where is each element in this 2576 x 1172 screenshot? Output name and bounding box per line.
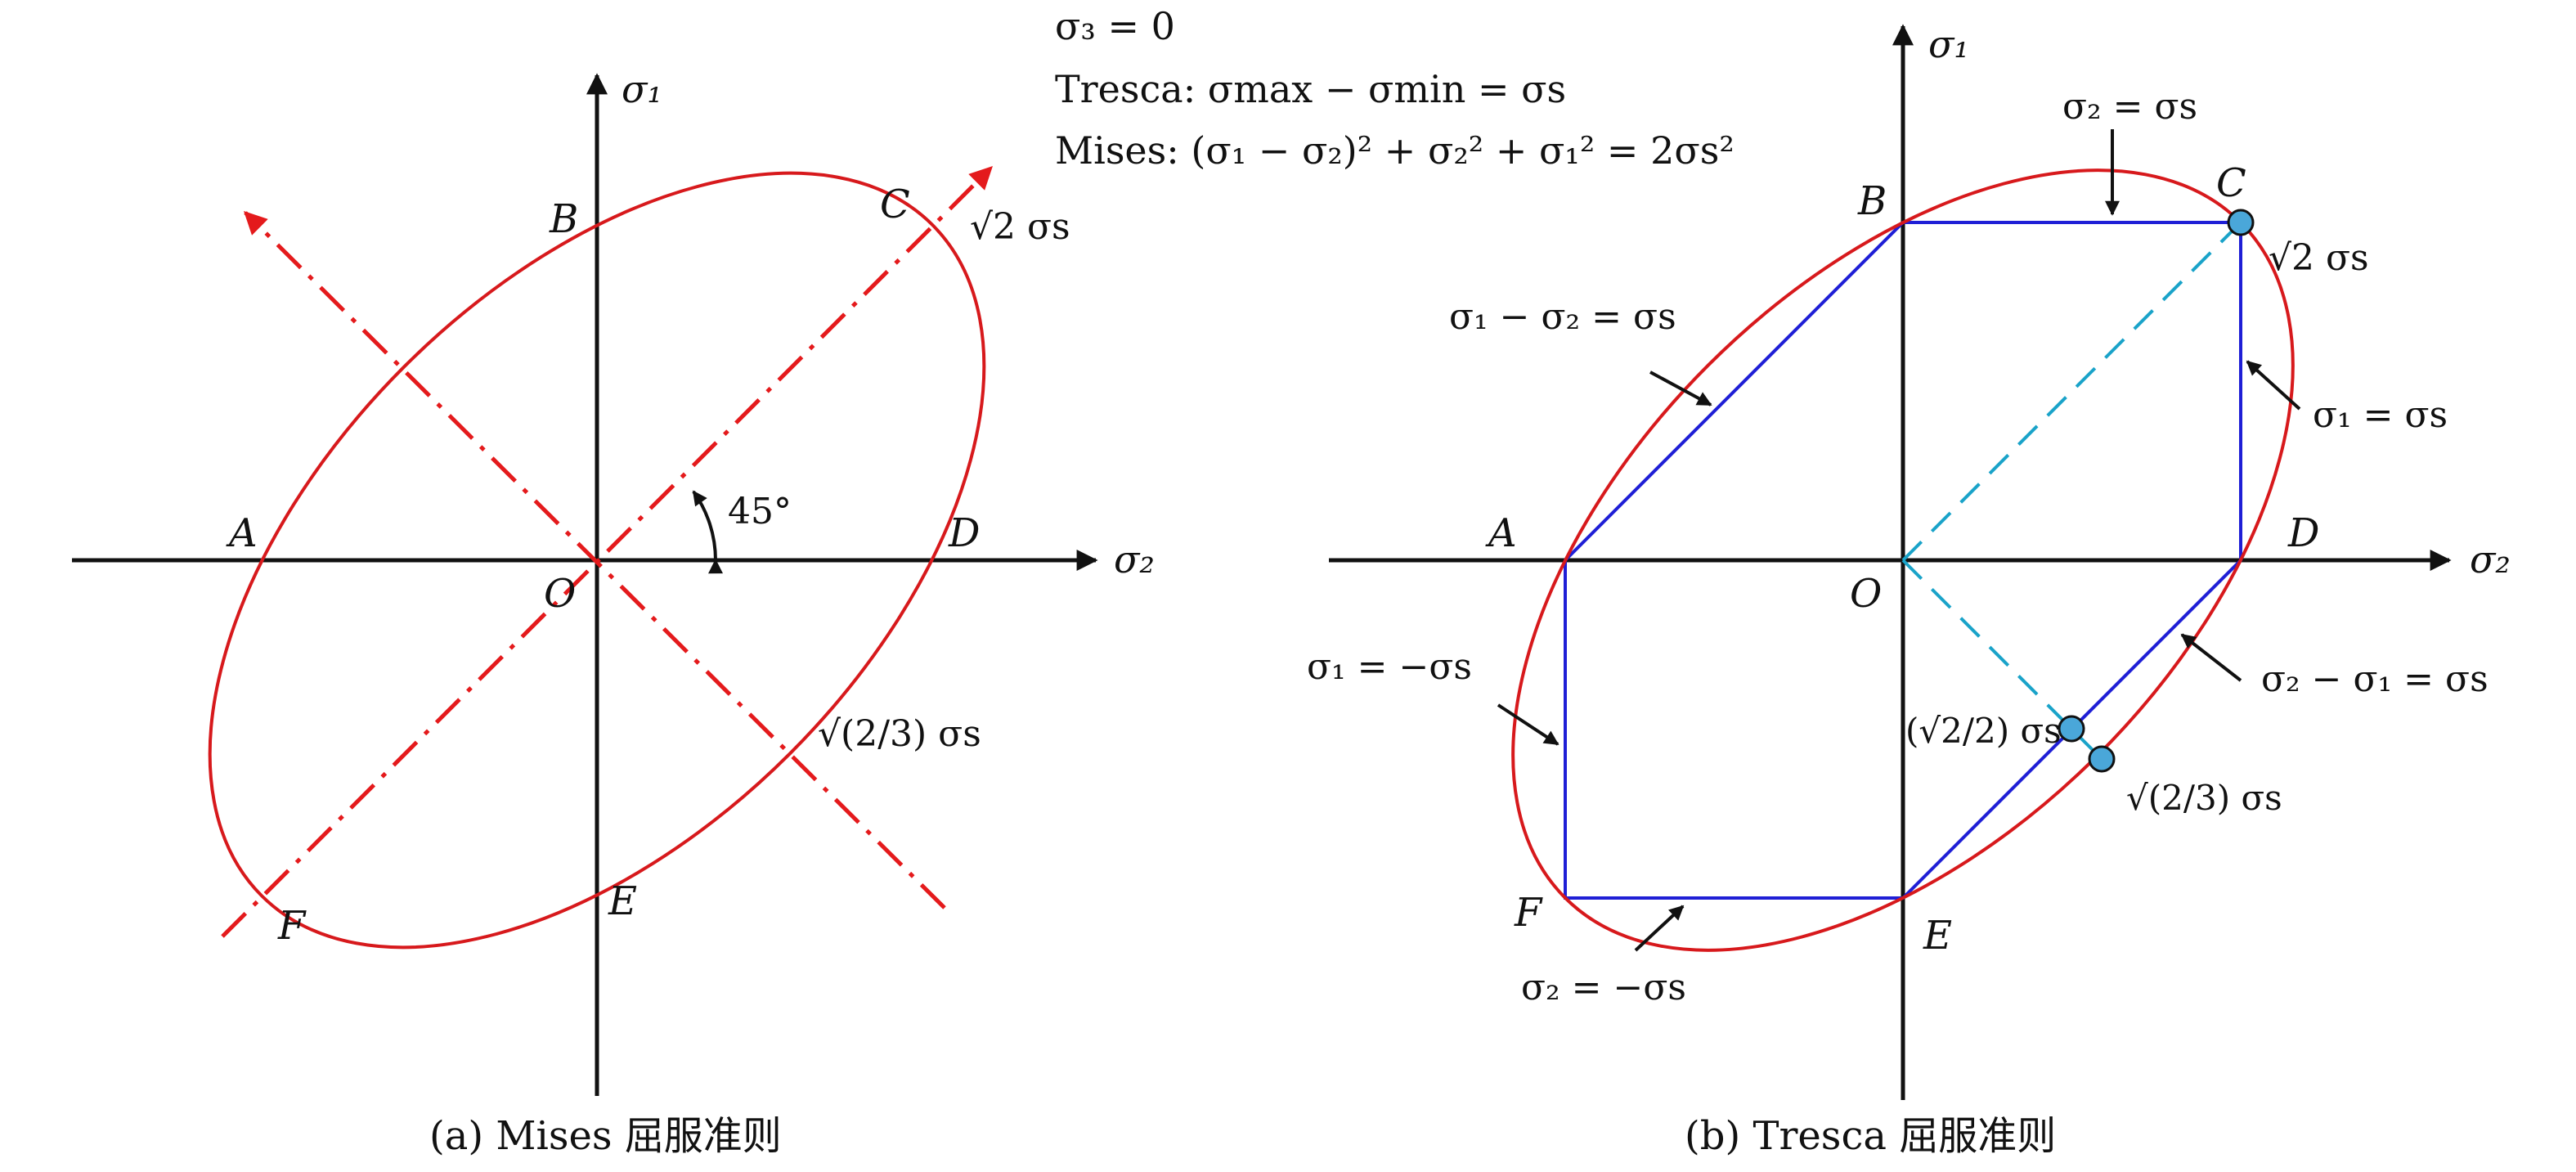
origin-label-b: O [1850,571,1882,617]
point-d-label-b: D [2287,510,2319,556]
upper-slant-equation: σ₁ − σ₂ = σs [1449,296,1676,338]
corner-magnitude: √2 σs [2269,237,2369,279]
mises-ellipse [208,171,986,950]
major-axis-magnitude: √2 σs [970,206,1070,248]
left-edge-arrow [1497,703,1560,746]
point-c-label: C [880,182,910,227]
header-block: σ₃ = 0 Tresca: σmax − σmin = σs Mises: (… [1055,4,1735,173]
sigma1-axis-label-b: σ₁ [1928,22,1969,66]
major-principal-axis [221,166,993,938]
origin-label: O [544,571,576,617]
inner-point-marker [2058,715,2085,743]
top-edge-equation: σ₂ = σs [2062,86,2197,128]
point-e-label: E [608,878,637,924]
header-line-3: Mises: (σ₁ − σ₂)² + σ₂² + σ₁² = 2σs² [1055,128,1735,173]
right-edge-equation: σ₁ = σs [2313,394,2448,436]
point-f-label: F [277,903,307,949]
point-a-label-b: A [1485,510,1517,556]
point-f-label-b: F [1514,890,1543,936]
outer-magnitude: √(2/3) σs [2126,778,2282,818]
point-b-label-b: B [1857,178,1887,224]
right-edge-arrow [2246,360,2301,411]
point-e-label-b: E [1923,913,1952,959]
point-b-label: B [549,196,578,242]
diagonal-oc [1901,221,2242,562]
bottom-edge-arrow [1634,905,1685,952]
right-caption: (b) Tresca 屈服准则 [1685,1113,2056,1159]
sigma2-axis-label-b: σ₂ [2470,537,2511,582]
sigma2-axis-label: σ₂ [1114,537,1155,582]
diagonal-o-outer [1901,559,2103,761]
header-line-1: σ₃ = 0 [1055,4,1175,48]
angle-label: 45° [728,491,792,532]
outer-point-marker [2088,745,2116,773]
minor-principal-axis [244,211,946,909]
point-c-marker [2227,209,2255,236]
minor-axis-magnitude: √(2/3) σs [818,713,981,755]
tresca-panel: σ₁ σ₂ A B C D E F O σ₂ = σs σ₁ = σs σ₁ −… [1307,22,2511,1159]
upper-slant-arrow [1649,370,1712,406]
sigma1-axis-label: σ₁ [622,67,662,111]
point-a-label: A [226,510,258,556]
inner-magnitude: (√2/2) σs [1905,711,2062,751]
bottom-edge-equation: σ₂ = −σs [1521,967,1686,1008]
angle-arc [692,490,724,574]
lower-slant-equation: σ₂ − σ₁ = σs [2261,658,2488,700]
mises-panel: 45° σ₁ σ₂ A B C D E F O √2 σs √(2/3) σs … [72,67,1155,1159]
point-c-label-b: C [2216,160,2246,206]
lower-slant-arrow [2180,633,2242,682]
left-edge-equation: σ₁ = −σs [1307,646,1472,688]
header-line-2: Tresca: σmax − σmin = σs [1055,67,1566,111]
point-d-label: D [948,510,980,556]
left-caption: (a) Mises 屈服准则 [429,1113,782,1159]
